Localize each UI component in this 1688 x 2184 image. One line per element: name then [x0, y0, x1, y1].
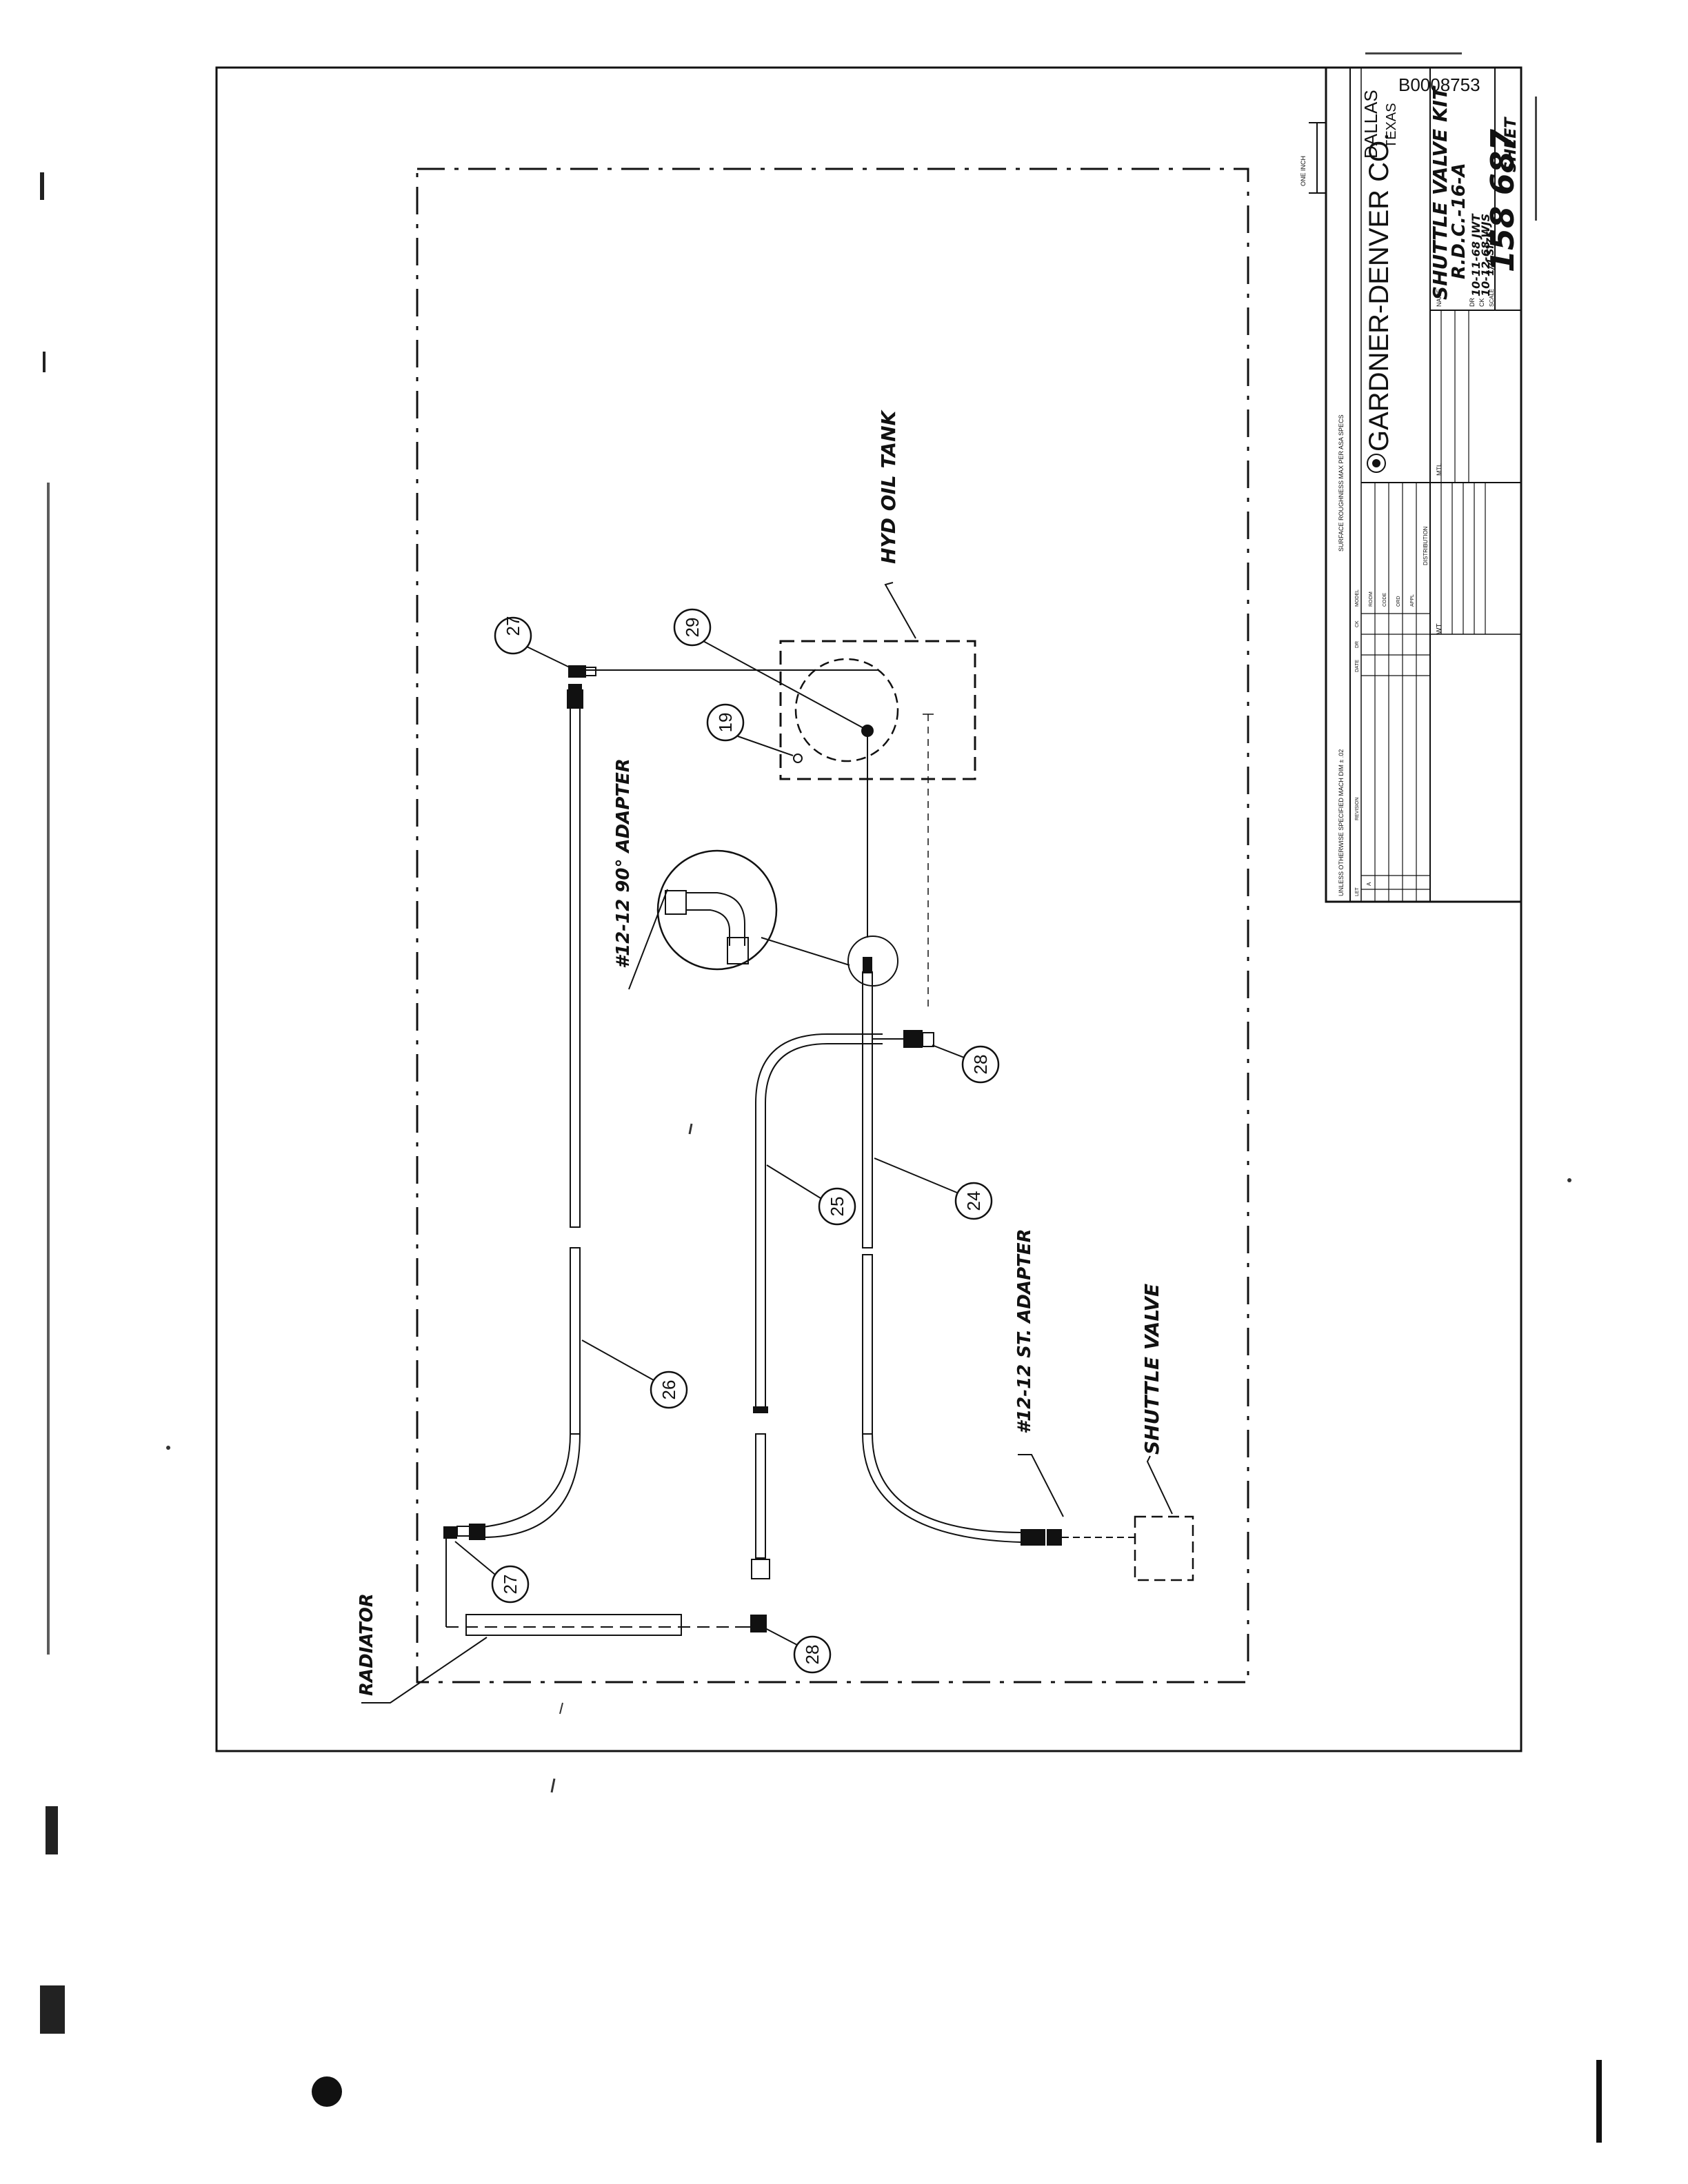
callout-27-bottom: 27 — [454, 1541, 530, 1604]
svg-text:28: 28 — [802, 1645, 823, 1665]
name-value: SHUTTLE VALVE KIT — [1429, 85, 1451, 300]
shuttle-valve — [1134, 1515, 1194, 1581]
rev-header-revision: REVISION — [1355, 798, 1360, 820]
callout-19: 19 — [706, 703, 794, 756]
label-hyd-oil-tank: HYD OIL TANK — [877, 409, 900, 564]
rev-header-date: DATE — [1355, 660, 1360, 672]
label-shuttle-valve: SHUTTLE VALVE — [1141, 1284, 1163, 1455]
title-block — [1309, 66, 1523, 903]
svg-text:29: 29 — [682, 618, 703, 638]
stray-marks — [166, 1123, 1571, 1793]
rev-header-dr: DR — [1355, 641, 1360, 648]
name-label: NAME — [1436, 289, 1443, 307]
model-label-4: APPL — [1410, 594, 1415, 607]
adapter-90-leader — [628, 889, 668, 990]
svg-text:25: 25 — [827, 1197, 847, 1217]
scale-label: SCALE — [1489, 289, 1495, 307]
dr-label: DR — [1469, 298, 1476, 307]
fitting-27-bottom — [443, 1526, 470, 1539]
model-label-3: ORD — [1396, 596, 1401, 607]
fitting-28-top — [872, 1030, 934, 1048]
hose-24 — [862, 957, 1045, 1546]
ck-label: CK — [1478, 298, 1485, 307]
label-adapter-st: #12-12 ST. ADAPTER — [1014, 1228, 1035, 1434]
tolerance-note: UNLESS OTHERWISE SPECIFIED MACH DIM ± .0… — [1338, 749, 1345, 896]
surface-note: SURFACE ROUGHNESS MAX PER ASA SPECS — [1338, 414, 1345, 552]
ck-value: 10-12-68 — [1479, 241, 1492, 296]
sheet-label: SHEET — [1503, 117, 1520, 172]
fitting-28-bottom — [735, 1615, 767, 1632]
dr-initials: JWT — [1469, 213, 1483, 240]
hyd-oil-tank — [779, 640, 976, 1009]
scan-artifacts — [40, 172, 1602, 2143]
svg-text:24: 24 — [963, 1191, 984, 1211]
svg-text:19: 19 — [715, 713, 736, 733]
adapter-st-leader — [1018, 1454, 1064, 1517]
ck-initials: WJS — [1479, 214, 1492, 238]
wt-label: WT — [1436, 623, 1443, 634]
one-inch-label: ONE INCH — [1300, 156, 1307, 186]
port-29 — [861, 725, 874, 737]
tank-label-leader — [884, 582, 916, 639]
callout-29: 29 — [673, 608, 864, 729]
name-value-2: R.D.C.-16-A — [1449, 163, 1469, 279]
fitting-27-top — [568, 665, 596, 678]
svg-text:27: 27 — [503, 616, 523, 636]
rev-header-ck: CK — [1355, 620, 1360, 627]
port-19 — [793, 754, 803, 763]
svg-text:28: 28 — [970, 1055, 991, 1075]
adapter-st — [1047, 1529, 1135, 1546]
sheet-border — [215, 66, 1523, 1752]
callout-28-top: 28 — [932, 1044, 1000, 1084]
location-city: DALLAS — [1360, 90, 1381, 159]
radiator-leader — [361, 1637, 488, 1703]
radiator — [445, 1539, 735, 1636]
shuttle-valve-leader — [1146, 1455, 1173, 1515]
rev-header-let: LET — [1355, 887, 1360, 896]
drawing-number: 158 687 — [1484, 129, 1521, 272]
company-logo — [1367, 454, 1386, 473]
model-label-0: MODEL — [1355, 589, 1360, 607]
callout-28-bottom: 28 — [765, 1628, 832, 1674]
callout-24: 24 — [874, 1157, 993, 1220]
dr-value: 10-11-68 — [1469, 241, 1483, 296]
hose-26 — [469, 684, 583, 1540]
label-radiator: RADIATOR — [356, 1593, 377, 1696]
label-adapter-90: #12-12 90° ADAPTER — [613, 758, 634, 969]
company-name: GARDNER-DENVER CO. — [1364, 133, 1394, 452]
mtl-label: MTL — [1436, 463, 1443, 476]
document-id: B0008753 — [1398, 74, 1480, 95]
location-state: TEXAS — [1384, 103, 1399, 148]
scale-value: 1/4 SIZE — [1485, 231, 1496, 276]
distribution-label: DISTRIBUTION — [1423, 526, 1429, 565]
model-label-1: ROOM — [1369, 592, 1374, 607]
svg-text:27: 27 — [500, 1575, 521, 1595]
hose-25 — [751, 1033, 883, 1579]
adapter-90-detail — [656, 849, 898, 987]
callout-26: 26 — [581, 1339, 688, 1409]
rev-letter: A — [1366, 882, 1372, 886]
frame-boundary — [416, 168, 1249, 1684]
svg-text:26: 26 — [659, 1380, 679, 1400]
callout-25: 25 — [766, 1164, 856, 1226]
model-label-2: CODE — [1383, 592, 1387, 607]
callout-27-top: 27 — [494, 616, 570, 668]
